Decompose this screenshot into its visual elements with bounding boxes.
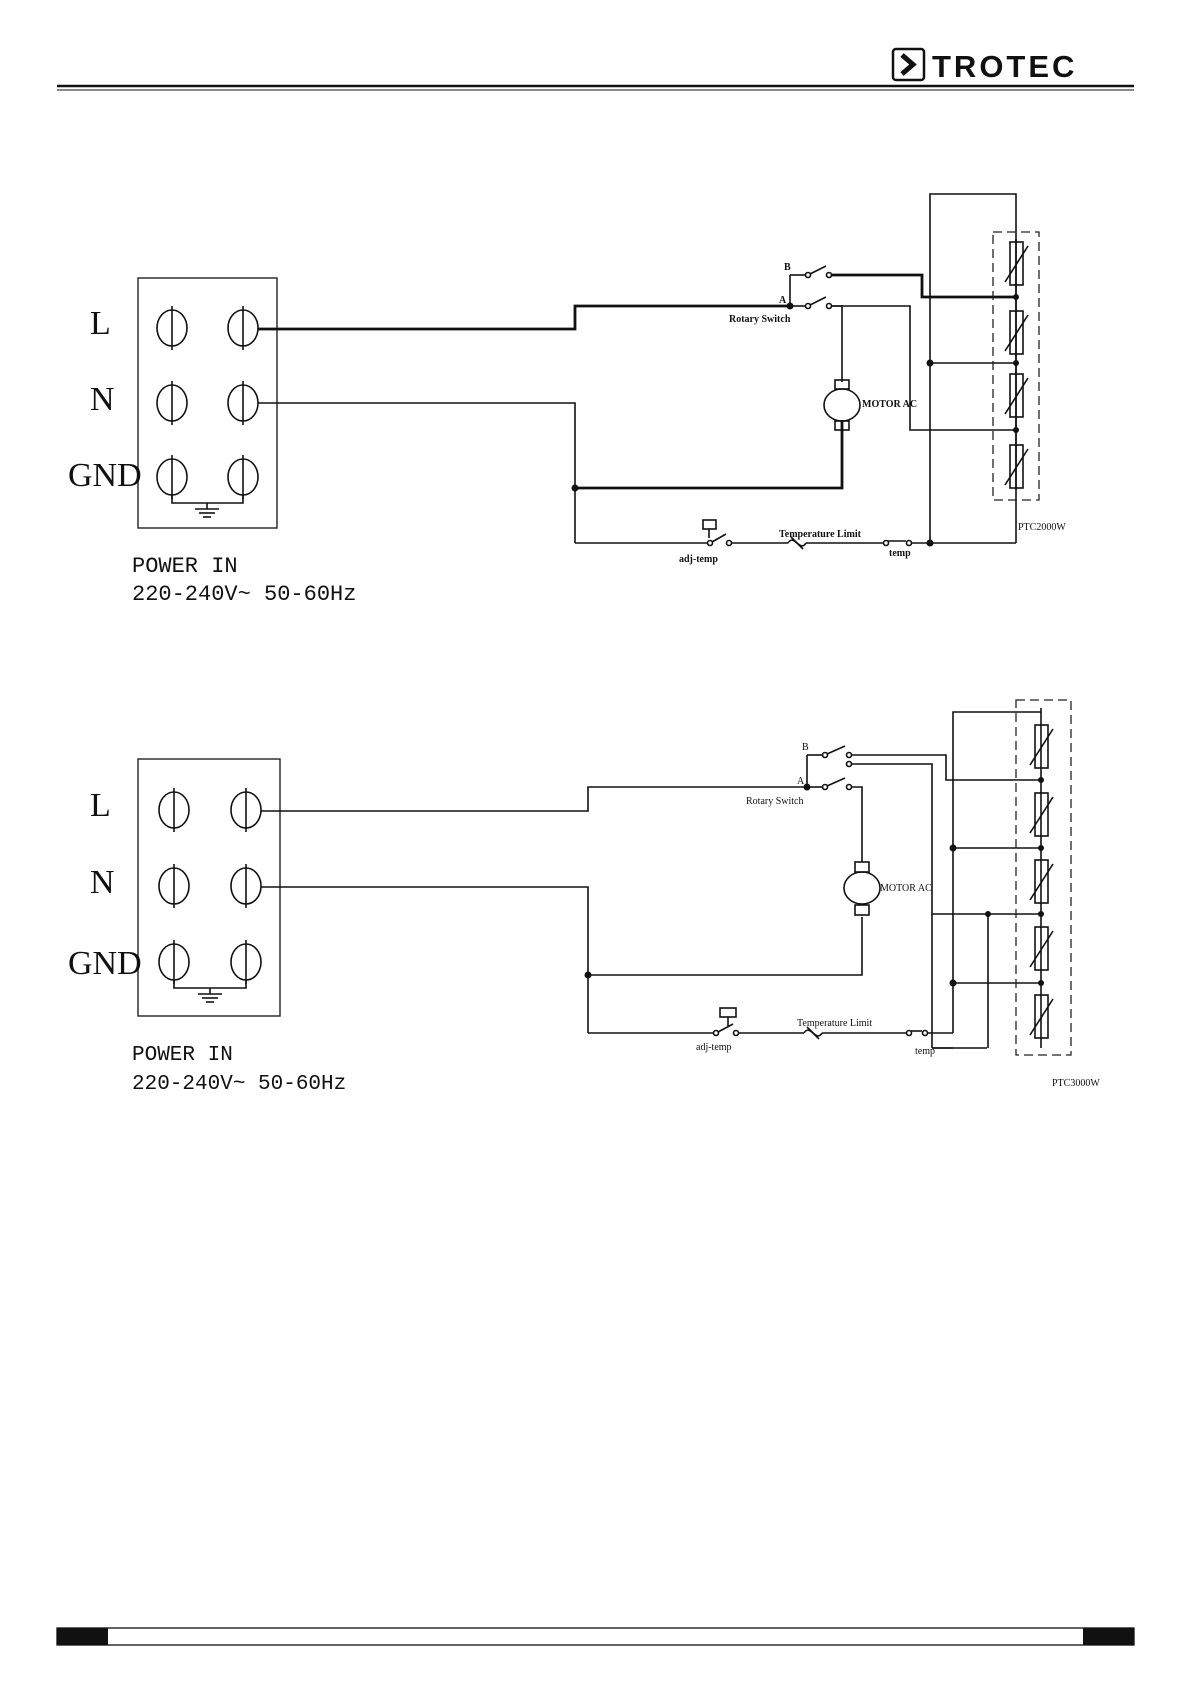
wiring-diagram-ptc3000w: L N GND POWER IN 220-240V~ 50-60Hz [68,700,1100,1096]
temperature-limit-label: Temperature Limit [779,529,862,540]
trotec-logo: TROTEC [893,49,1077,84]
terminal-label-n: N [90,864,115,901]
rotary-switch: B A Rotary Switch [746,742,852,807]
footer-bar [57,1628,1134,1645]
switch-b-label: B [802,742,809,753]
wiring-diagram-ptc2000w: L N GND POWER IN 220-240V~ 50-60Hz [68,194,1066,607]
header: TROTEC [57,49,1134,90]
terminal-label-l: L [90,787,111,824]
terminal-circles [157,306,258,499]
chevron-right-icon [893,49,924,80]
power-terminal-block [138,278,277,528]
heater-label: PTC2000W [1018,522,1066,533]
footer-block-left [57,1628,108,1645]
heater-label: PTC3000W [1052,1078,1100,1089]
power-in-label: POWER IN [132,1044,233,1067]
temp-sensor: temp [884,541,912,560]
temperature-limit-fuse: Temperature Limit [797,1018,872,1039]
motor-label: MOTOR AC [862,399,917,410]
switch-b-label: B [784,262,791,273]
voltage-label: 220-240V~ 50-60Hz [132,582,356,607]
adj-temp-label: adj-temp [696,1042,732,1053]
motor: MOTOR AC [844,862,932,915]
terminal-label-l: L [90,305,111,342]
switch-a-label: A [779,295,787,306]
temp-label: temp [889,548,911,559]
temperature-limit-label: Temperature Limit [797,1018,872,1029]
ground-symbol [172,495,243,517]
terminal-label-gnd: GND [68,457,142,494]
voltage-label: 220-240V~ 50-60Hz [132,1073,346,1096]
footer-block-right [1083,1628,1134,1645]
rotary-switch-label: Rotary Switch [729,314,791,325]
rotary-switch: B A Rotary Switch [729,262,832,325]
adj-temp-label: adj-temp [679,554,718,565]
terminal-label-n: N [90,381,115,418]
ptc-heater-group: PTC3000W [1016,700,1100,1089]
switch-a-label: A [797,776,805,787]
logo-text: TROTEC [932,49,1077,84]
ground-symbol [174,980,246,1002]
ptc-heater-group: PTC2000W [993,232,1066,533]
temp-sensor: temp [907,1031,936,1058]
temperature-limit-fuse: Temperature Limit [779,529,862,549]
terminal-label-gnd: GND [68,945,142,982]
rotary-switch-label: Rotary Switch [746,796,804,807]
power-in-label: POWER IN [132,554,238,579]
motor: MOTOR AC [824,380,917,430]
terminal-circles [159,788,261,984]
adj-temp-switch: adj-temp [696,1008,739,1053]
motor-label: MOTOR AC [880,883,932,894]
